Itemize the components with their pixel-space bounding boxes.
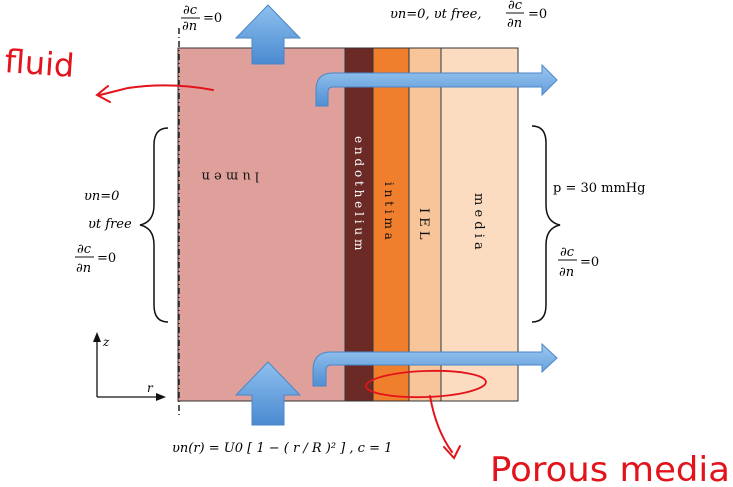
vessel-layers: [177, 28, 519, 415]
intima-layer: [372, 47, 410, 402]
top-left-condition: ∂c ∂n =0: [181, 3, 222, 34]
lumen-label: l u m e n: [201, 169, 259, 184]
fluid-annotation: fluid: [3, 42, 214, 103]
left-numerator: ∂c: [77, 242, 92, 257]
coordinate-axes: z r: [93, 332, 166, 401]
porous-handwritten-label: Porous media: [490, 450, 730, 487]
top-left-numerator: ∂c: [183, 3, 198, 18]
top-right-condition: υn=0, υt free, ∂c ∂n =0: [390, 0, 547, 31]
left-denominator: ∂n: [76, 261, 91, 276]
intima-label: i n t i m a: [382, 182, 396, 240]
right-equals: =0: [580, 255, 599, 270]
fluid-handwritten-label: fluid: [3, 42, 75, 85]
top-right-prefix: υn=0, υt free,: [390, 7, 482, 22]
left-vn: υn=0: [84, 189, 119, 204]
bottom-inlet-condition: υn(r) = U0 [ 1 − ( r / R )² ] , c = 1: [172, 441, 392, 456]
lower-filtration-arrow: [312, 342, 558, 387]
upper-filtration-arrow: [315, 63, 558, 107]
left-brace: [139, 127, 169, 323]
iel-label: I E L: [416, 208, 431, 240]
left-conditions: υn=0 υt free ∂c ∂n =0: [75, 189, 132, 276]
porous-pointer-arrow: [429, 395, 461, 460]
porous-circle: [365, 369, 487, 399]
right-conditions: p = 30 mmHg ∂c ∂n =0: [553, 181, 645, 280]
z-axis-label: z: [102, 335, 110, 349]
left-equals: =0: [97, 251, 116, 266]
porous-annotation: Porous media: [365, 369, 730, 487]
right-denominator: ∂n: [559, 265, 574, 280]
media-layer: [440, 47, 519, 402]
r-axis-label: r: [147, 381, 154, 395]
endothelium-label: e n d o t h e l i u m: [352, 136, 366, 251]
lumen-layer: [177, 47, 346, 402]
right-numerator: ∂c: [560, 245, 575, 260]
top-left-equals: =0: [203, 11, 222, 26]
top-right-equals: =0: [528, 7, 547, 22]
bottom-inlet-arrow: [234, 361, 302, 426]
top-outlet-arrow: [234, 4, 302, 65]
top-right-numerator: ∂c: [508, 0, 523, 13]
fluid-pointer-arrow: [95, 84, 214, 103]
right-pressure: p = 30 mmHg: [553, 181, 645, 196]
top-left-denominator: ∂n: [182, 19, 197, 34]
right-brace: [531, 125, 561, 323]
endothelium-layer: [344, 47, 374, 402]
top-right-denominator: ∂n: [507, 16, 522, 31]
media-label: m e d i a: [471, 193, 486, 250]
left-vt: υt free: [88, 217, 132, 232]
